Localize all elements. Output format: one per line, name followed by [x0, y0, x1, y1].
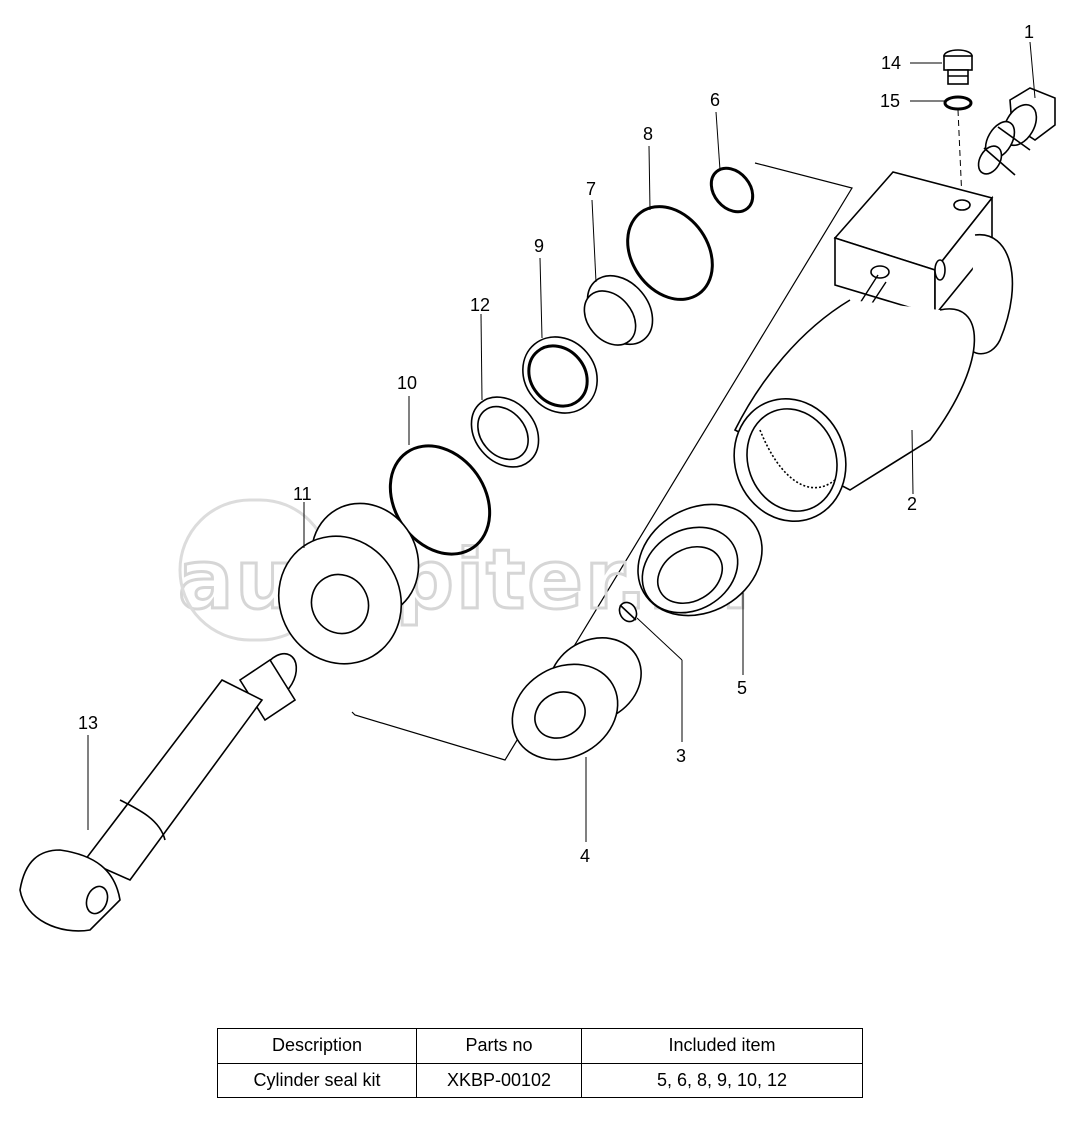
part-12-wiper: [470, 396, 540, 468]
part-5-piston: [637, 503, 763, 617]
callout-8: 8: [643, 124, 653, 144]
part-7-bushing: [583, 274, 654, 346]
table-header-row: Description Parts no Included item: [217, 1028, 863, 1064]
callout-15: 15: [880, 91, 900, 111]
header-included-item: Included item: [581, 1028, 863, 1064]
callout-4: 4: [580, 846, 590, 866]
callout-6: 6: [710, 90, 720, 110]
part-9-rod-seal: [522, 336, 598, 414]
part-15-oring: [943, 95, 973, 111]
seal-kit-bracket: [351, 162, 853, 761]
part-11-gland: [277, 502, 420, 665]
part-8-oring: [626, 205, 714, 301]
cell-parts-no: XKBP-00102: [416, 1062, 582, 1098]
callout-10: 10: [397, 373, 417, 393]
table-row: Cylinder seal kit XKBP-00102 5, 6, 8, 9,…: [217, 1062, 863, 1098]
header-description: Description: [217, 1028, 417, 1064]
callout-2: 2: [907, 494, 917, 514]
cell-included-item: 5, 6, 8, 9, 10, 12: [581, 1062, 863, 1098]
part-1-fitting: [977, 87, 1056, 176]
callout-13: 13: [78, 713, 98, 733]
callout-9: 9: [534, 236, 544, 256]
callout-5: 5: [737, 678, 747, 698]
callout-11: 11: [293, 484, 312, 504]
callout-7: 7: [586, 179, 596, 199]
part-6-oring: [709, 166, 755, 214]
part-4-nut: [511, 637, 642, 761]
part-3-set-screw: [618, 601, 638, 623]
part-2-cylinder-tube: [733, 171, 1014, 523]
callout-3: 3: [676, 746, 686, 766]
seal-kit-table: Description Parts no Included item Cylin…: [217, 1028, 863, 1098]
callout-1: 1: [1024, 22, 1034, 42]
part-13-rod: [19, 652, 298, 932]
cell-description: Cylinder seal kit: [217, 1062, 417, 1098]
callout-12: 12: [470, 295, 490, 315]
header-parts-no: Parts no: [416, 1028, 582, 1064]
part-14-bolt: [943, 49, 973, 85]
callout-14: 14: [881, 53, 901, 73]
